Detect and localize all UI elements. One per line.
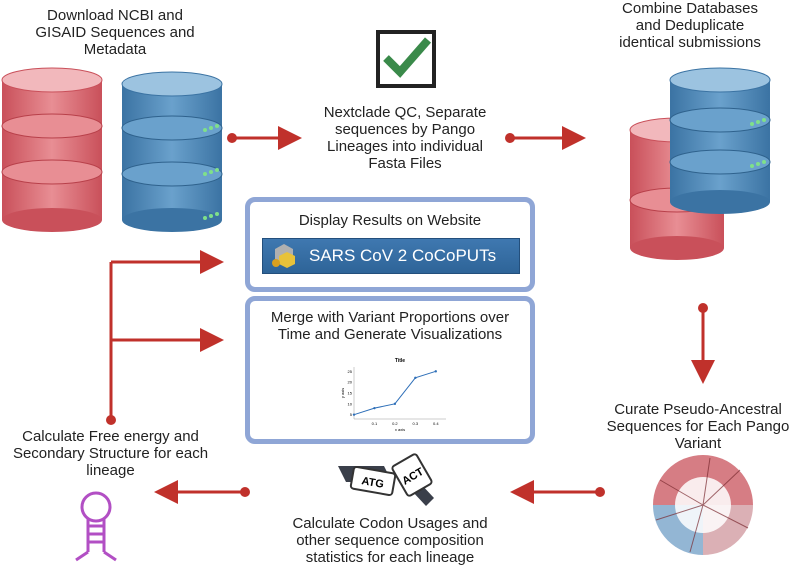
codon-label: Calculate Codon Usages and other sequenc… bbox=[292, 515, 488, 566]
display-results-box: Display Results on Website SARS CoV 2 Co… bbox=[245, 197, 535, 292]
merge-title: Merge with Variant Proportions over Time… bbox=[270, 309, 510, 343]
chart-y-tick: 20 bbox=[348, 380, 353, 385]
codon-cards-icon: ATG ACT bbox=[338, 453, 434, 506]
chart-point bbox=[352, 413, 356, 416]
website-logo-icon bbox=[272, 244, 295, 268]
database-combined-icon bbox=[629, 67, 771, 260]
chart-y-tick: 5 bbox=[350, 412, 353, 417]
chart-y-tick: 25 bbox=[348, 369, 353, 374]
chart-x-tick: 0.1 bbox=[372, 421, 378, 426]
free-energy-label: Calculate Free energy and Secondary Stru… bbox=[12, 428, 209, 479]
display-results-title: Display Results on Website bbox=[298, 212, 482, 229]
chart-x-tick: 0.4 bbox=[433, 421, 439, 426]
database-blue-icon bbox=[121, 71, 223, 232]
chart-y-label: y axis bbox=[340, 388, 345, 398]
chart-y-tick: 10 bbox=[348, 401, 353, 406]
chart-point bbox=[393, 402, 397, 406]
chart-point bbox=[414, 376, 417, 380]
curate-label: Curate Pseudo-Ancestral Sequences for Ea… bbox=[606, 401, 790, 452]
website-banner-label: SARS CoV 2 CoCoPUTs bbox=[309, 246, 497, 265]
chart-x-tick: 0.2 bbox=[392, 421, 398, 426]
arrow-download-to-nextclade bbox=[227, 126, 302, 150]
nextclade-label: Nextclade QC, Separate sequences by Pang… bbox=[323, 104, 487, 172]
download-label: Download NCBI and GISAID Sequences and M… bbox=[35, 7, 195, 58]
chart-point bbox=[434, 370, 437, 373]
database-red-icon bbox=[1, 67, 103, 232]
website-banner[interactable]: SARS CoV 2 CoCoPUTs bbox=[262, 238, 520, 274]
rna-stem-loop-icon bbox=[75, 491, 117, 562]
arrow-free-energy-to-results bbox=[106, 250, 224, 425]
combine-label: Combine Databases and Deduplicate identi… bbox=[619, 0, 761, 51]
chart-point bbox=[373, 406, 376, 410]
chart-series-line bbox=[353, 370, 436, 416]
arrow-curate-to-codon bbox=[510, 480, 605, 504]
chart-x-tick: 0.3 bbox=[413, 421, 419, 426]
checkmark-icon bbox=[376, 30, 436, 88]
codon-card-1-label: ATG bbox=[361, 475, 385, 491]
arrow-codon-to-free-energy bbox=[154, 480, 250, 504]
chart-title: Title bbox=[395, 358, 405, 364]
arrow-nextclade-to-combine bbox=[505, 126, 586, 150]
chart-x-label: x axis bbox=[395, 427, 405, 432]
phylogenetic-tree-icon bbox=[653, 455, 753, 555]
chart-y-tick: 15 bbox=[348, 391, 353, 396]
line-chart: Title 0.1 0.2 0.3 0.4 5 10 15 20 25 x axis y axis bbox=[340, 358, 446, 432]
arrow-combine-to-curate bbox=[691, 303, 715, 384]
visualization-box: Merge with Variant Proportions over Time… bbox=[245, 296, 535, 444]
